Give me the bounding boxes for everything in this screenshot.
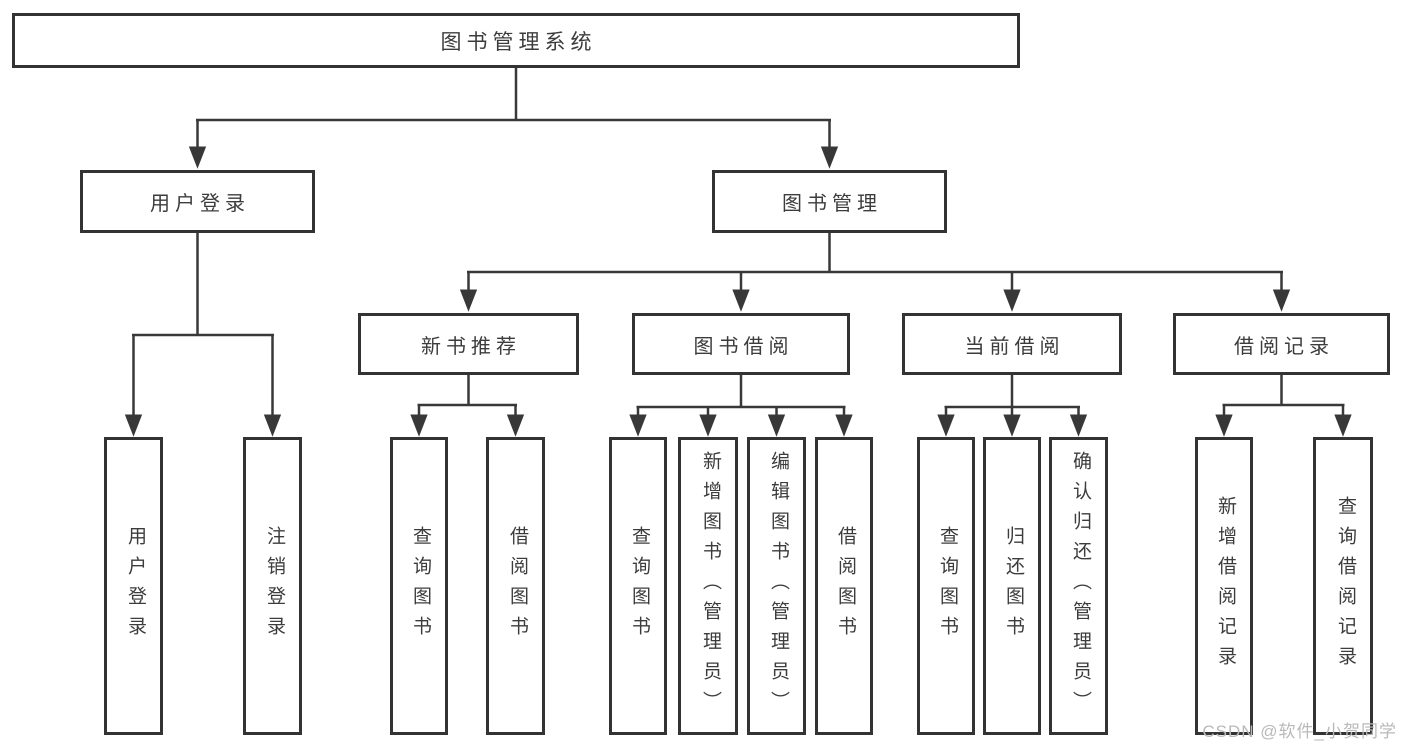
leaf-node-query-books-2: 查询图书	[609, 437, 667, 735]
leaf-node-query-books-3: 查询图书	[917, 437, 975, 735]
leaf-node-query-books-1: 查询图书	[390, 437, 448, 735]
leaf-node-user-login: 用户登录	[104, 437, 163, 735]
csdn-watermark: CSDN @软件_小贺同学	[1202, 722, 1397, 741]
branch-node-user-login: 用户登录	[80, 170, 315, 233]
leaf-node-query-borrow-record: 查询借阅记录	[1313, 437, 1373, 735]
leaf-node-add-book-admin: 新增图书（管理员）	[678, 437, 738, 735]
leaf-node-borrow-books-1: 借阅图书	[486, 437, 545, 735]
group-node-new-book-recommend: 新书推荐	[358, 313, 579, 375]
leaf-node-add-borrow-record: 新增借阅记录	[1195, 437, 1253, 735]
leaf-node-return-book: 归还图书	[983, 437, 1041, 735]
leaf-node-confirm-return-admin: 确认归还（管理员）	[1049, 437, 1108, 735]
leaf-node-borrow-books-2: 借阅图书	[815, 437, 873, 735]
group-node-current-borrowing: 当前借阅	[902, 313, 1122, 375]
branch-node-book-management: 图书管理	[712, 170, 947, 233]
group-node-book-borrowing: 图书借阅	[632, 313, 850, 375]
leaf-node-edit-book-admin: 编辑图书（管理员）	[747, 437, 806, 735]
root-node-system: 图书管理系统	[12, 13, 1020, 68]
leaf-node-logout: 注销登录	[243, 437, 302, 735]
group-node-borrow-records: 借阅记录	[1173, 313, 1390, 375]
